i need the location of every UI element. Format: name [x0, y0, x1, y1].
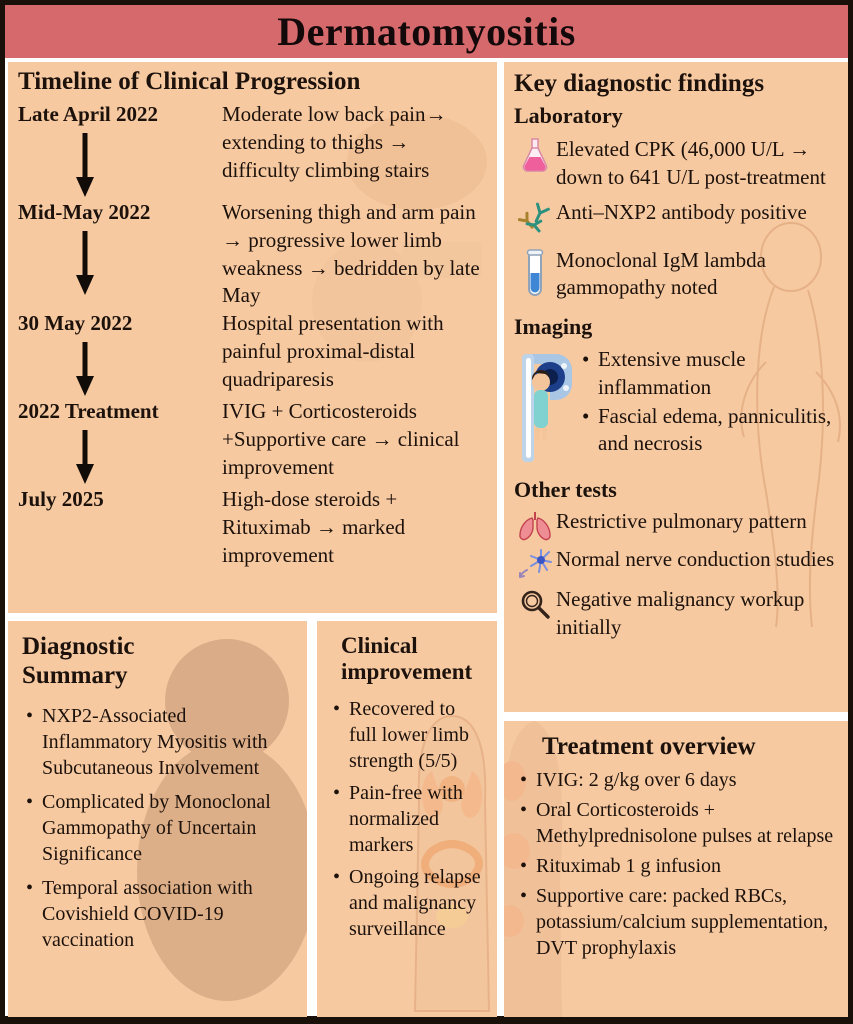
timeline-entry-text: Worsening thigh and arm pain → progressi…	[222, 199, 480, 308]
summary-item: Complicated by Monoclonal Gammopathy of …	[22, 789, 293, 867]
imaging-list: Extensive muscle inflammation Fascial ed…	[578, 344, 838, 459]
timeline-date-cell: 30 May 2022	[18, 310, 214, 398]
treatment-item: Rituximab 1 g infusion	[516, 853, 836, 879]
lab-item-text: Elevated CPK (46,000 U/L → down to 641 U…	[556, 137, 826, 189]
summary-item: NXP2-Associated Inflammatory Myositis wi…	[22, 703, 293, 781]
improvement-heading: Clinical improvement	[341, 633, 473, 685]
diagnostics-heading: Key diagnostic findings	[514, 70, 765, 97]
lab-item-text: Anti–NXP2 antibody positive	[556, 199, 807, 224]
other-test-item: Normal nerve conduction studies	[514, 546, 838, 582]
lab-item: Elevated CPK (46,000 U/L → down to 641 U…	[514, 136, 838, 191]
timeline-date: 30 May 2022	[18, 311, 133, 336]
other-tests-heading: Other tests	[514, 477, 617, 503]
timeline-list: Late April 2022 Moderate low back pain→ …	[18, 101, 487, 570]
timeline-date-cell: 2022 Treatment	[18, 398, 214, 486]
neuron-icon	[514, 546, 556, 582]
timeline-panel: Timeline of Clinical Progression Late Ap…	[8, 62, 497, 613]
imaging-heading: Imaging	[514, 314, 593, 340]
treatment-overview-panel: Treatment overview IVIG: 2 g/kg over 6 d…	[504, 721, 848, 1017]
improvement-item: Ongoing relapse and malignancy surveilla…	[329, 864, 485, 942]
down-arrow-icon	[76, 430, 94, 485]
timeline-date-cell: Late April 2022	[18, 101, 214, 199]
lab-item-text: Monoclonal IgM lambda gammopathy noted	[556, 247, 766, 300]
lab-item: Monoclonal IgM lambda gammopathy noted	[514, 247, 838, 302]
down-arrow-icon	[76, 342, 94, 397]
timeline-entry-text: Moderate low back pain→ extending to thi…	[222, 101, 447, 182]
magnifier-icon	[514, 586, 556, 622]
diagnostic-findings-panel: Key diagnostic findings Laboratory Eleva…	[504, 62, 848, 712]
treatment-item: Oral Corticosteroids + Methylprednisolon…	[516, 797, 836, 849]
other-test-text: Normal nerve conduction studies	[556, 546, 835, 571]
improvement-item: Pain-free with normalized markers	[329, 780, 485, 858]
timeline-entry-text: High-dose steroids + Rituximab → marked …	[222, 487, 406, 568]
antibody-icon	[514, 199, 556, 233]
other-test-item: Restrictive pulmonary pattern	[514, 508, 838, 542]
flask-icon	[514, 136, 556, 174]
page-title: Dermatomyositis	[277, 9, 576, 54]
other-test-text: Negative malignancy workup initially	[556, 586, 805, 639]
lab-item: Anti–NXP2 antibody positive	[514, 199, 838, 233]
timeline-date: 2022 Treatment	[18, 399, 159, 424]
treatment-item: IVIG: 2 g/kg over 6 days	[516, 767, 836, 793]
lungs-icon	[514, 508, 556, 542]
treatment-item: Supportive care: packed RBCs, potassium/…	[516, 883, 836, 961]
diagnostic-summary-panel: Diagnostic Summary NXP2-Associated Infla…	[8, 621, 307, 1017]
test-tube-icon	[514, 247, 556, 297]
timeline-entry-text: Hospital presentation with painful proxi…	[222, 311, 444, 392]
timeline-date: Late April 2022	[18, 101, 158, 126]
mri-scanner-icon	[514, 342, 578, 473]
timeline-date: Mid-May 2022	[18, 199, 151, 224]
other-test-text: Restrictive pulmonary pattern	[556, 508, 807, 533]
treatment-list: IVIG: 2 g/kg over 6 days Oral Corticoste…	[516, 767, 836, 961]
summary-heading: Diagnostic Summary	[22, 633, 135, 689]
imaging-item: Extensive muscle inflammation	[578, 346, 838, 401]
imaging-item: Fascial edema, panniculitis, and necrosi…	[578, 403, 838, 458]
improvement-item: Recovered to full lower limb strength (5…	[329, 696, 485, 774]
other-test-item: Negative malignancy workup initially	[514, 586, 838, 641]
title-bar: Dermatomyositis	[5, 5, 848, 58]
clinical-improvement-panel: Clinical improvement Recovered to full l…	[317, 621, 497, 1017]
summary-item: Temporal association with Covishield COV…	[22, 875, 293, 953]
improvement-list: Recovered to full lower limb strength (5…	[329, 696, 485, 942]
down-arrow-icon	[76, 132, 94, 197]
laboratory-heading: Laboratory	[514, 102, 623, 128]
down-arrow-icon	[76, 230, 94, 295]
timeline-date: July 2025	[18, 487, 104, 512]
timeline-date-cell: July 2025	[18, 486, 214, 570]
imaging-block: Extensive muscle inflammation Fascial ed…	[514, 342, 838, 473]
timeline-entry-text: IVIG + Corticosteroids +Supportive care …	[222, 399, 460, 480]
summary-list: NXP2-Associated Inflammatory Myositis wi…	[22, 703, 293, 953]
timeline-date-cell: Mid-May 2022	[18, 199, 214, 311]
timeline-heading: Timeline of Clinical Progression	[18, 68, 361, 95]
treatment-heading: Treatment overview	[542, 733, 756, 760]
